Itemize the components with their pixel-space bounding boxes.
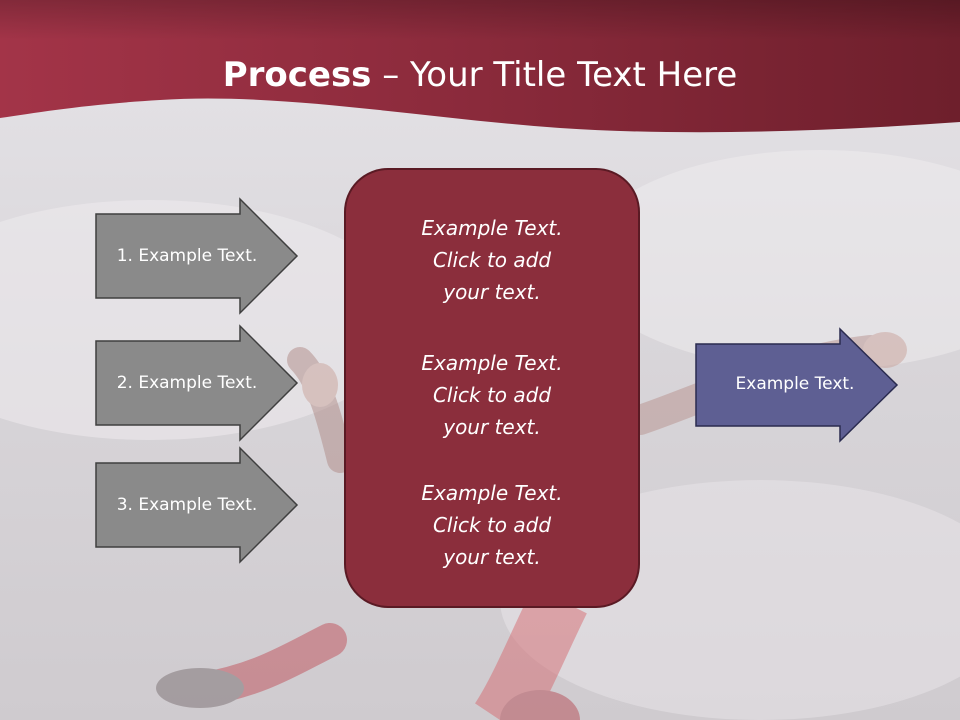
center-text-block-3[interactable]: Example Text. Click to add your text. bbox=[344, 477, 640, 573]
input-arrow-3-label: 3. Example Text. bbox=[116, 495, 258, 515]
center-text-3-line-2: Click to add bbox=[432, 513, 552, 537]
center-text-2-line-3: your text. bbox=[443, 415, 541, 439]
output-arrow-label: Example Text. bbox=[735, 374, 855, 394]
title-rest-part: – Your Title Text Here bbox=[371, 55, 738, 95]
center-text-1-line-1: Example Text. bbox=[421, 216, 563, 240]
center-text-1-line-2: Click to add bbox=[432, 248, 552, 272]
input-arrow-2-label: 2. Example Text. bbox=[116, 373, 258, 393]
center-text-block-2[interactable]: Example Text. Click to add your text. bbox=[344, 347, 640, 443]
center-text-2-line-1: Example Text. bbox=[421, 351, 563, 375]
center-text-3-line-1: Example Text. bbox=[421, 481, 563, 505]
center-text-block-1[interactable]: Example Text. Click to add your text. bbox=[344, 212, 640, 308]
slide-title[interactable]: Process – Your Title Text Here bbox=[0, 52, 960, 98]
input-arrow-2[interactable] bbox=[95, 324, 299, 442]
center-text-1-line-3: your text. bbox=[443, 280, 541, 304]
input-arrow-1-label: 1. Example Text. bbox=[116, 246, 258, 266]
input-arrow-3[interactable] bbox=[95, 446, 299, 564]
center-text-3-line-3: your text. bbox=[443, 545, 541, 569]
center-text-2-line-2: Click to add bbox=[432, 383, 552, 407]
center-process-box[interactable] bbox=[344, 168, 640, 608]
title-bold-part: Process bbox=[222, 55, 372, 95]
input-arrow-1[interactable] bbox=[95, 197, 299, 315]
output-arrow[interactable] bbox=[695, 327, 899, 443]
